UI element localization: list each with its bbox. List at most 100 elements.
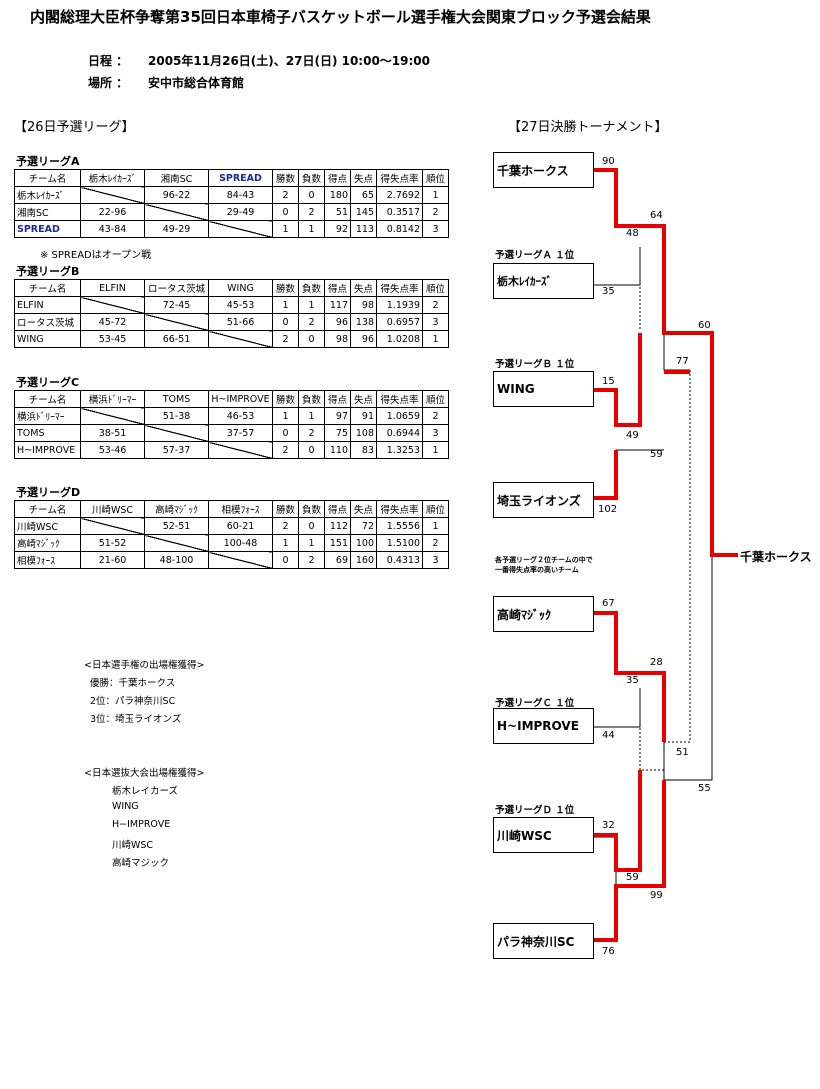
result-cell: 48-100 [144, 551, 209, 569]
bracket-rank-label: 各予選リーグ２位チームの中で一番得失点率の高いチーム [495, 556, 593, 574]
column-header: 順位 [422, 169, 449, 187]
bracket-rank-label: 予選リーグＤ １位 [495, 805, 575, 816]
page-title: 内閣総理大臣杯争奪第35回日本車椅子バスケットボール選手権大会関東ブロック予選会… [30, 8, 651, 26]
japan-champ-item: 3位：埼玉ライオンズ [90, 714, 182, 725]
stat-cell: 1 [422, 186, 449, 204]
score-label: 59 [650, 449, 663, 460]
league-title: 予選リーグB [16, 265, 80, 278]
bracket-rank-label: 予選リーグＣ １位 [495, 698, 575, 709]
stat-cell: 3 [422, 313, 449, 331]
stat-cell: 1 [422, 330, 449, 348]
score-label: 55 [698, 783, 711, 794]
stat-cell: 0 [298, 441, 325, 459]
japan-champ-item: 優勝：千葉ホークス [90, 678, 176, 689]
score-label: 76 [602, 946, 615, 957]
stat-cell: 3 [422, 220, 449, 238]
bracket-team-box: 埼玉ライオンズ [493, 482, 594, 518]
bracket-team-box: 栃木ﾚｲｶｰｽﾞ [493, 263, 594, 299]
champion-label: 千葉ホークス [740, 550, 812, 564]
venue-value: 安中市総合体育館 [148, 76, 245, 90]
stat-cell: 3 [422, 551, 449, 569]
team-name-cell: WING [14, 330, 81, 348]
team-name-cell: SPREAD [14, 220, 81, 238]
score-label: 67 [602, 598, 615, 609]
venue-label: 場所 ： [88, 76, 129, 90]
score-label: 15 [602, 376, 615, 387]
bracket-team-box: 高崎ﾏｼﾞｯｸ [493, 596, 594, 632]
stat-cell: 1 [422, 441, 449, 459]
score-label: 99 [650, 890, 663, 901]
bracket-rank-label: 予選リーグＢ １位 [495, 359, 575, 370]
score-label: 48 [626, 228, 639, 239]
score-label: 35 [626, 675, 639, 686]
japan-champ-item: 2位：パラ神奈川SC [90, 696, 176, 707]
bracket-team-box: パラ神奈川SC [493, 923, 594, 959]
column-header: 順位 [422, 500, 449, 518]
diagonal-cell [208, 551, 273, 569]
japan-select-heading: <日本選抜大会出場権獲得> [84, 768, 205, 779]
stat-cell: 1 [272, 220, 299, 238]
stat-cell: 0.4313 [376, 551, 423, 569]
league-title: 予選リーグC [16, 376, 80, 389]
bracket-team-box: 川崎WSC [493, 817, 594, 853]
score-label: 35 [602, 286, 615, 297]
schedule-label: 日程 ： [88, 54, 129, 68]
stat-cell: 160 [350, 551, 377, 569]
score-label: 51 [676, 747, 689, 758]
stat-cell: 69 [324, 551, 351, 569]
japan-select-item: WING [112, 801, 139, 812]
result-cell: 53-45 [80, 330, 145, 348]
schedule-value: 2005年11月26日(土)、27日(日) 10:00〜19:00 [148, 54, 431, 68]
score-label: 44 [602, 730, 615, 741]
score-label: 49 [626, 430, 639, 441]
league-title: 予選リーグD [16, 486, 81, 499]
diagonal-cell [80, 517, 145, 535]
stat-cell: 1.0208 [376, 330, 423, 348]
score-label: 102 [598, 504, 618, 515]
japan-select-item: 高崎マジック [112, 858, 170, 869]
score-label: 64 [650, 210, 663, 221]
score-label: 77 [676, 356, 689, 367]
diagonal-cell [208, 441, 273, 459]
diagonal-cell [144, 313, 209, 331]
score-label: 60 [698, 320, 711, 331]
section-tournament-title: 【27日決勝トーナメント】 [508, 120, 668, 135]
japan-select-item: 栃木レイカーズ [112, 786, 179, 797]
stat-cell: 0.8142 [376, 220, 423, 238]
bracket-team-box: 千葉ホークス [493, 152, 594, 188]
score-label: 28 [650, 657, 663, 668]
score-label: 90 [602, 156, 615, 167]
league-title: 予選リーグA [16, 155, 80, 168]
bracket-team-box: WING [493, 371, 594, 407]
bracket-team-box: H~IMPROVE [493, 708, 594, 744]
japan-champ-heading: <日本選手権の出場権獲得> [84, 660, 205, 671]
score-label: 59 [626, 872, 639, 883]
japan-select-item: H−IMPROVE [112, 819, 171, 830]
diagonal-cell [208, 220, 273, 238]
diagonal-cell [80, 186, 145, 204]
japan-select-item: 川崎WSC [112, 840, 154, 851]
section-prelim-title: 【26日予選リーグ】 [14, 120, 135, 135]
stat-cell: 96 [350, 330, 377, 348]
score-label: 32 [602, 820, 615, 831]
league-a-note: ※ SPREADはオープン戦 [40, 250, 152, 261]
bracket-rank-label: 予選リーグＡ １位 [495, 250, 575, 261]
